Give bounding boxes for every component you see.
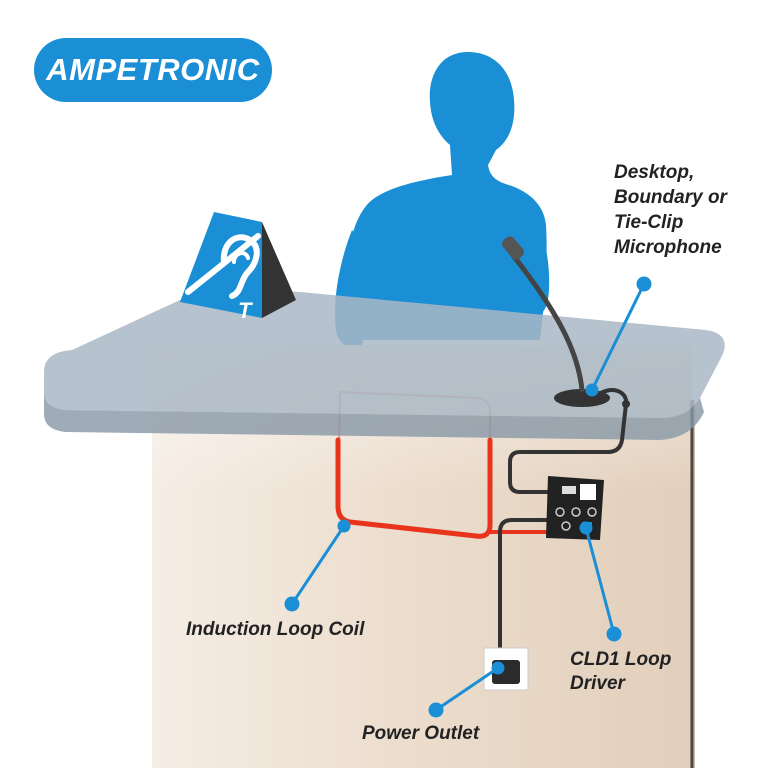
cld1-loop-driver-label: CLD1 Loop Driver — [570, 649, 672, 694]
sign-letter: T — [238, 298, 253, 323]
hearing-loop-sign: T — [180, 212, 296, 323]
microphone-label: Desktop, Boundary or Tie-Clip Microphone — [614, 162, 727, 258]
desk-top — [44, 290, 725, 418]
power-outlet-label: Power Outlet — [362, 723, 480, 744]
cld1-loop-driver — [546, 476, 604, 540]
induction-loop-coil-label: Induction Loop Coil — [186, 619, 365, 640]
leader-lines — [284, 276, 652, 718]
hearing-loop-ear-icon — [185, 233, 261, 299]
power-outlet — [483, 647, 529, 691]
ampetronic-logo: AMPETRONIC — [34, 38, 272, 102]
